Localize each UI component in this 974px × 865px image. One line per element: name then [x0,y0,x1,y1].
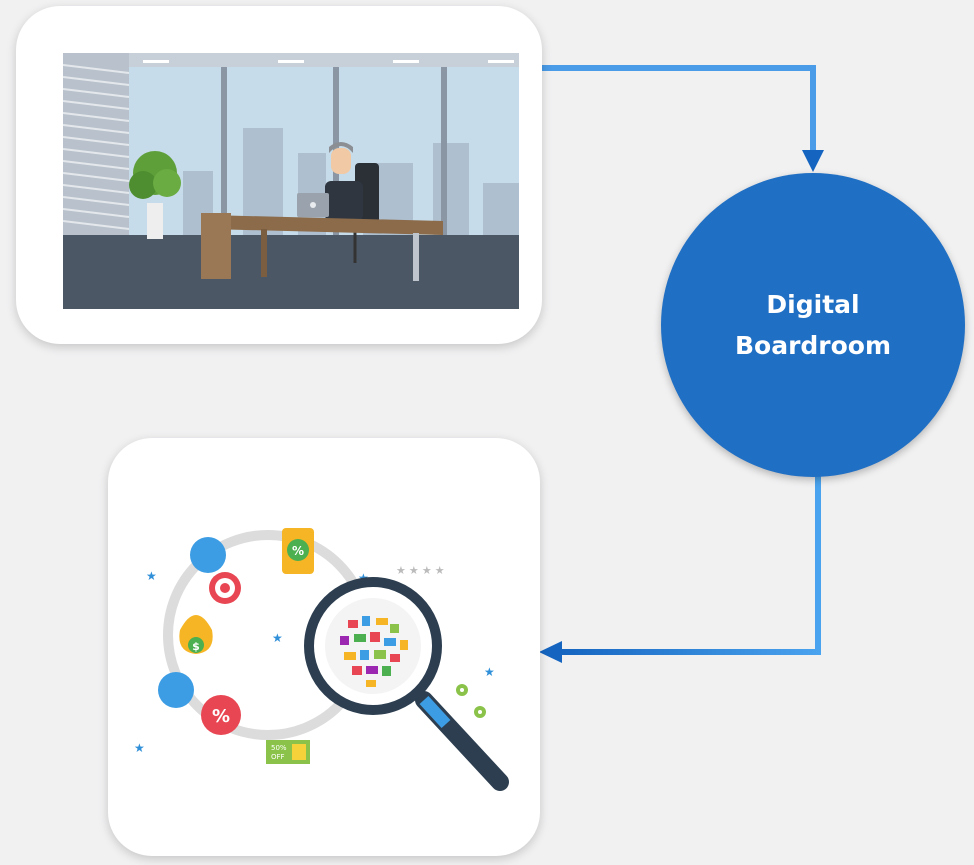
discount-badge-icon: % [282,528,314,574]
connector-top-to-node [540,65,816,152]
svg-text:★: ★ [272,631,283,645]
target-icon [209,572,241,604]
node-label-line1: Digital [766,290,860,319]
svg-text:%: % [212,706,230,727]
magnifying-glass-icon [304,577,509,791]
arrowhead-down [802,150,824,172]
green-dot-icons [456,684,486,718]
percent-icon: % [201,695,241,735]
svg-text:$: $ [192,640,200,653]
svg-text:★ ★ ★ ★: ★ ★ ★ ★ [396,565,445,577]
office-scene-image [63,53,519,309]
arrowhead-left [539,641,562,663]
blue-dot [190,537,226,573]
search-analytics-infographic: % $ % 50% OFF ★ ★ ★ ★ ★ ★ ★ ★ ★ [134,528,509,791]
blue-dot [158,672,194,708]
svg-text:★: ★ [134,741,145,755]
node-label-line2: Boardroom [734,331,892,360]
tag-line1: 50% [271,744,287,752]
svg-text:%: % [292,544,304,558]
tag-line2: OFF [271,753,285,761]
digital-boardroom-node: Digital Boardroom [661,173,965,477]
svg-text:★: ★ [484,665,495,679]
rating-stars-icon: ★ ★ ★ ★ [396,565,445,577]
money-bag-icon: $ [179,615,213,654]
svg-text:★: ★ [146,569,157,583]
office-image-card [16,6,542,344]
discount-tag-icon: 50% OFF [266,740,310,764]
connector-node-to-bottom [560,476,821,655]
